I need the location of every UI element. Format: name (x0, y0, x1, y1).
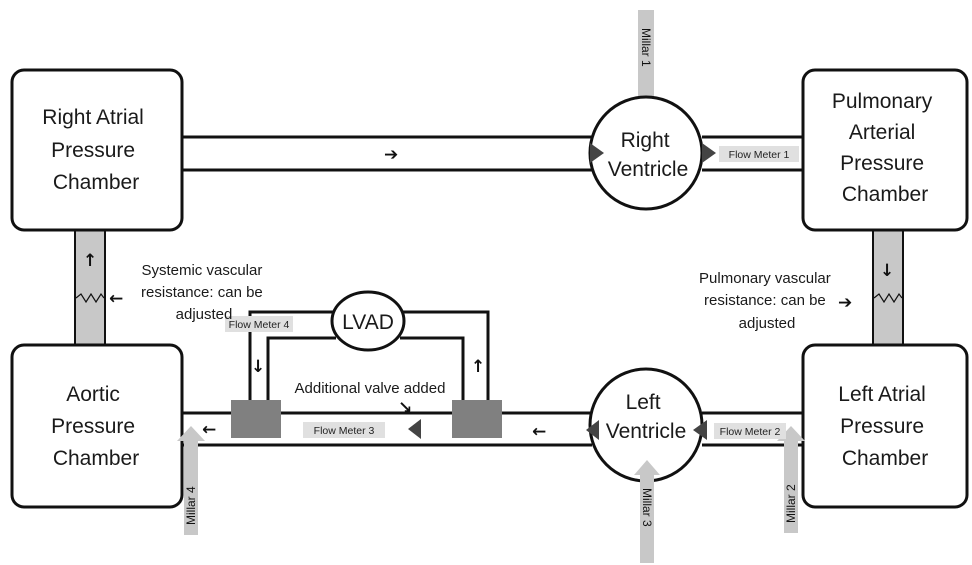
millar-4-probe (177, 426, 205, 535)
pulmonary-resistance-tube (872, 227, 904, 349)
right-ventricle-outlet-valve (702, 143, 716, 163)
flow-arrow-lvad-down: ↓ (251, 357, 265, 377)
flow-meter-2 (714, 423, 786, 439)
pulmonary-arterial-label: Pulmonary Arterial Pressure Chamber (832, 90, 938, 206)
pulmonary-resistance-note: Pulmonary vascular resistance: can be ad… (699, 270, 835, 332)
flow-arrow-bottom-left-1: ← (202, 420, 216, 440)
flow-arrow-lvad-up: ↑ (471, 357, 485, 377)
pulmonary-resistance-zigzag (873, 292, 903, 304)
millar-4-label: Millar 4 (184, 486, 198, 525)
flow-meter-2-label: Flow Meter 2 (720, 426, 781, 438)
lvad-loop-inner-right (400, 336, 465, 413)
aortic-chamber (10, 343, 184, 509)
lvad-pump (330, 290, 406, 352)
left-atrial-chamber (801, 343, 969, 509)
flow-meter-3 (303, 422, 385, 438)
left-atrial-label: Left Atrial Pressure Chamber (838, 383, 931, 470)
valve-block-right-cap (464, 400, 486, 413)
valve-block-left-cap (248, 400, 270, 413)
left-ventricle-label: Left Ventricle (606, 391, 687, 443)
flow-arrow-top-right: ➔ (384, 145, 398, 165)
millar-2-probe (777, 426, 805, 533)
valve-pointer-arrow: ↘ (398, 398, 412, 418)
lvad-label: LVAD (342, 311, 394, 334)
millar-3-probe (634, 460, 660, 563)
systemic-resistance-note: Systemic vascular resistance: can be adj… (141, 262, 267, 323)
millar-2-label: Millar 2 (784, 484, 798, 523)
left-ventricle-outlet-valve (586, 420, 599, 440)
flow-meter-3-label: Flow Meter 3 (314, 425, 375, 437)
millar-1-probe (632, 10, 660, 114)
flow-meter-1-label: Flow Meter 1 (729, 149, 790, 161)
flow-arrow-systemic-up: ↑ (83, 251, 97, 271)
flow-meter-4-label: Flow Meter 4 (229, 319, 290, 331)
systemic-resistance-tube (74, 227, 106, 349)
right-atrial-chamber (10, 68, 184, 232)
right-ventricle (588, 95, 704, 211)
additional-valve-note: Additional valve added (295, 380, 446, 397)
right-ventricle-label: Right Ventricle (608, 129, 689, 181)
right-atrial-label: Right Atrial Pressure Chamber (42, 106, 149, 194)
flow-arrow-bottom-left-2: ← (532, 422, 546, 442)
flow-meter-1 (719, 146, 799, 162)
flow-meter-3-valve (408, 419, 421, 439)
left-ventricle-inlet-valve (693, 420, 707, 440)
right-ventricle-inlet-valve (590, 143, 604, 163)
pulmonary-arterial-chamber (801, 68, 969, 232)
systemic-resistance-zigzag (75, 292, 105, 304)
millar-3-label: Millar 3 (640, 488, 654, 527)
flow-meter-4 (225, 316, 293, 332)
systemic-pointer-arrow: ← (109, 289, 123, 309)
aortic-label: Aortic Pressure Chamber (51, 383, 141, 470)
lvad-loop-inner (266, 336, 336, 413)
lvad-loop-outer (248, 310, 336, 413)
pulmonary-pointer-arrow: ➔ (838, 293, 852, 313)
flow-arrow-pulmonary-down: ↓ (880, 261, 894, 281)
millar-1-label: Millar 1 (639, 28, 653, 67)
lvad-loop-outer-right (400, 310, 490, 413)
